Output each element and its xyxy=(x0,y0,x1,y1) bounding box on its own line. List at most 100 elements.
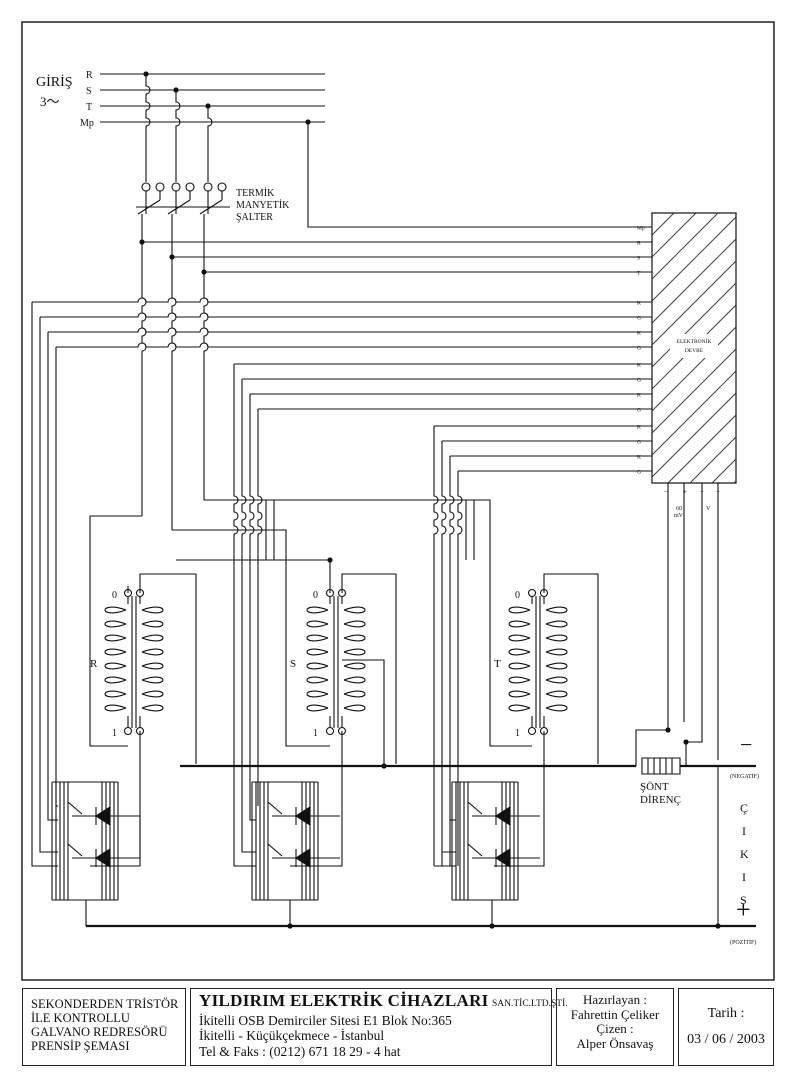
breaker-label-3: ŞALTER xyxy=(236,212,273,223)
drawing-frame xyxy=(21,21,775,981)
block-to-positive xyxy=(85,900,493,926)
tap-terminal xyxy=(527,588,537,598)
transformer-s-tap0: 0 xyxy=(313,590,318,601)
title-block-date: Tarih : 03 / 06 / 2003 xyxy=(678,988,774,1066)
hatch-line xyxy=(651,326,737,412)
shunt-label-1: ŞÖNT xyxy=(640,781,669,793)
phase-drop xyxy=(175,90,181,182)
output-label-s: Ş xyxy=(740,893,747,907)
r-feed xyxy=(89,515,142,747)
r-phase-line xyxy=(141,214,652,243)
transformer-t-tap0: 0 xyxy=(515,590,520,601)
output-label-i2: I xyxy=(742,870,746,884)
junction-dots xyxy=(139,71,721,929)
breaker-terminal xyxy=(217,182,227,192)
transformer-s-tap1: 1 xyxy=(313,728,318,739)
s-secondary-bot xyxy=(290,731,343,867)
module-bottom-pin-2: + xyxy=(683,488,687,496)
meter-label-mv: mV xyxy=(674,513,684,519)
gate-t-ends xyxy=(434,819,456,867)
module-pin-label: K xyxy=(637,425,641,431)
output-label-i1: I xyxy=(742,824,746,838)
hatch-line xyxy=(651,260,737,346)
gate-t-vertical xyxy=(441,441,447,866)
hatch-line xyxy=(651,216,737,302)
output-label-k: K xyxy=(740,847,749,861)
mp-wire xyxy=(307,122,652,228)
electronic-module-hatch xyxy=(651,212,737,484)
prepared-by: Fahrettin Çeliker xyxy=(570,1006,660,1022)
module-pin-label: G xyxy=(637,470,641,476)
line-label-t: T xyxy=(86,102,92,113)
junction-dot xyxy=(305,119,311,125)
breaker-terminal xyxy=(141,182,151,192)
output-positive-label: (POZİTİF) xyxy=(730,939,756,946)
secondary-coil xyxy=(343,606,366,712)
module-pin-label: Mp xyxy=(637,226,645,232)
drawn-by: Alper Önsavaş xyxy=(576,1035,654,1051)
module-pin-label: G xyxy=(637,408,641,414)
hatch-line xyxy=(733,480,737,484)
tap-terminal xyxy=(527,726,537,736)
input-phase: 3～ xyxy=(40,94,60,109)
gate-t-vertical xyxy=(457,471,463,866)
line-label-mp: Mp xyxy=(80,118,94,129)
junction-dot xyxy=(143,71,149,77)
hatch-line xyxy=(651,212,697,258)
secondary-coil xyxy=(545,606,568,712)
meter-label-v: V xyxy=(706,506,711,512)
module-pin-label: G xyxy=(637,316,641,322)
thyristor xyxy=(94,805,111,827)
thyristor xyxy=(294,805,311,827)
gate-wire-r xyxy=(48,327,652,333)
output-label-c: Ç xyxy=(740,801,748,815)
gate-s-2 xyxy=(241,560,256,853)
input-title: GİRİŞ xyxy=(36,74,73,90)
hatch-line xyxy=(651,370,737,456)
gate-r-1 xyxy=(31,302,58,867)
breaker-terminal xyxy=(155,182,165,192)
t-phase-down xyxy=(203,272,209,500)
coil-leads xyxy=(531,596,545,728)
module-pin-label: K xyxy=(637,363,641,369)
primary-coil xyxy=(104,606,127,712)
shunt-meter-wire xyxy=(685,483,703,766)
shunt-label-2: DİRENÇ xyxy=(640,794,681,806)
module-pin-label: G xyxy=(637,440,641,446)
junction-dot xyxy=(173,87,179,93)
module-pin-label: S xyxy=(637,256,640,262)
block-s-frame xyxy=(252,781,318,901)
gate-s-3 xyxy=(249,560,256,821)
gate-s-vertical xyxy=(249,394,255,560)
hatch-line xyxy=(651,392,737,478)
gate-t-vertical xyxy=(433,426,439,866)
title-block-authors: Hazırlayan : Fahrettin Çeliker Çizen : A… xyxy=(556,988,674,1066)
hatch-line xyxy=(711,458,737,484)
gate-wire-r xyxy=(40,312,652,318)
line-label-s: S xyxy=(86,86,92,97)
s-phase-down xyxy=(171,257,177,530)
breaker-contacts xyxy=(159,191,223,200)
junction-dot xyxy=(327,557,333,563)
hatch-line xyxy=(651,212,719,280)
output-minus: − xyxy=(740,732,752,757)
coil-leads xyxy=(329,596,343,728)
gate-r-2 xyxy=(39,317,58,853)
module-pin-label: K xyxy=(637,331,641,337)
t-feed xyxy=(204,499,532,747)
transformer-core xyxy=(535,596,541,728)
gate-lead xyxy=(267,801,283,815)
transformer-r-label: R xyxy=(90,658,98,670)
coil-leads xyxy=(127,596,141,728)
thyristor xyxy=(494,805,511,827)
junction-dot xyxy=(683,739,689,745)
phase-drop xyxy=(145,74,151,182)
prepared-label: Hazırlayan : xyxy=(583,992,647,1007)
module-pin-label: T xyxy=(637,271,641,277)
gate-s-1 xyxy=(233,560,256,867)
transformer-s-label: S xyxy=(290,658,296,670)
transformer-t-label: T xyxy=(494,658,501,670)
shunt-body xyxy=(641,757,681,775)
module-pin-label: R xyxy=(637,241,641,247)
